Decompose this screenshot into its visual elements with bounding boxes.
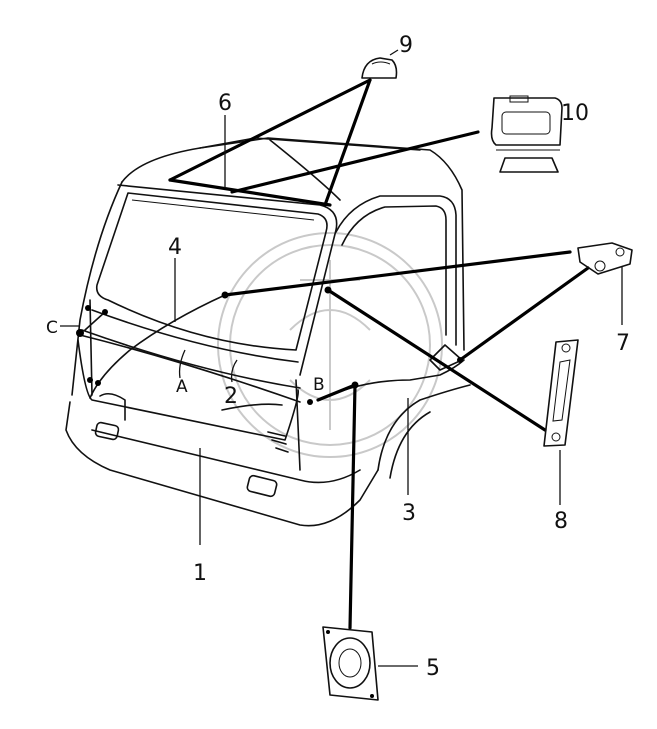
callout-a: A	[176, 377, 188, 397]
callout-b: B	[313, 375, 325, 395]
speaker-part-5	[322, 626, 379, 701]
watermark-seal	[217, 232, 443, 458]
roof-lamp-part-9	[361, 57, 398, 79]
callout-10: 10	[561, 101, 589, 126]
callout-leaders	[60, 49, 623, 667]
callout-3: 3	[402, 501, 416, 526]
dome-lamp-part-10	[490, 95, 563, 173]
callout-6: 6	[218, 91, 232, 116]
callout-1: 1	[193, 561, 207, 586]
wiring-harness	[79, 78, 590, 630]
callout-c: C	[46, 318, 58, 338]
callout-5: 5	[426, 656, 440, 681]
connector-dots	[76, 286, 463, 405]
callout-7: 7	[616, 331, 630, 356]
callout-2: 2	[224, 384, 238, 409]
door-switch-part-7	[577, 242, 633, 275]
callout-9: 9	[399, 33, 413, 58]
bracket-part-8	[543, 339, 579, 447]
callout-4: 4	[168, 235, 182, 260]
callout-8: 8	[554, 509, 568, 534]
